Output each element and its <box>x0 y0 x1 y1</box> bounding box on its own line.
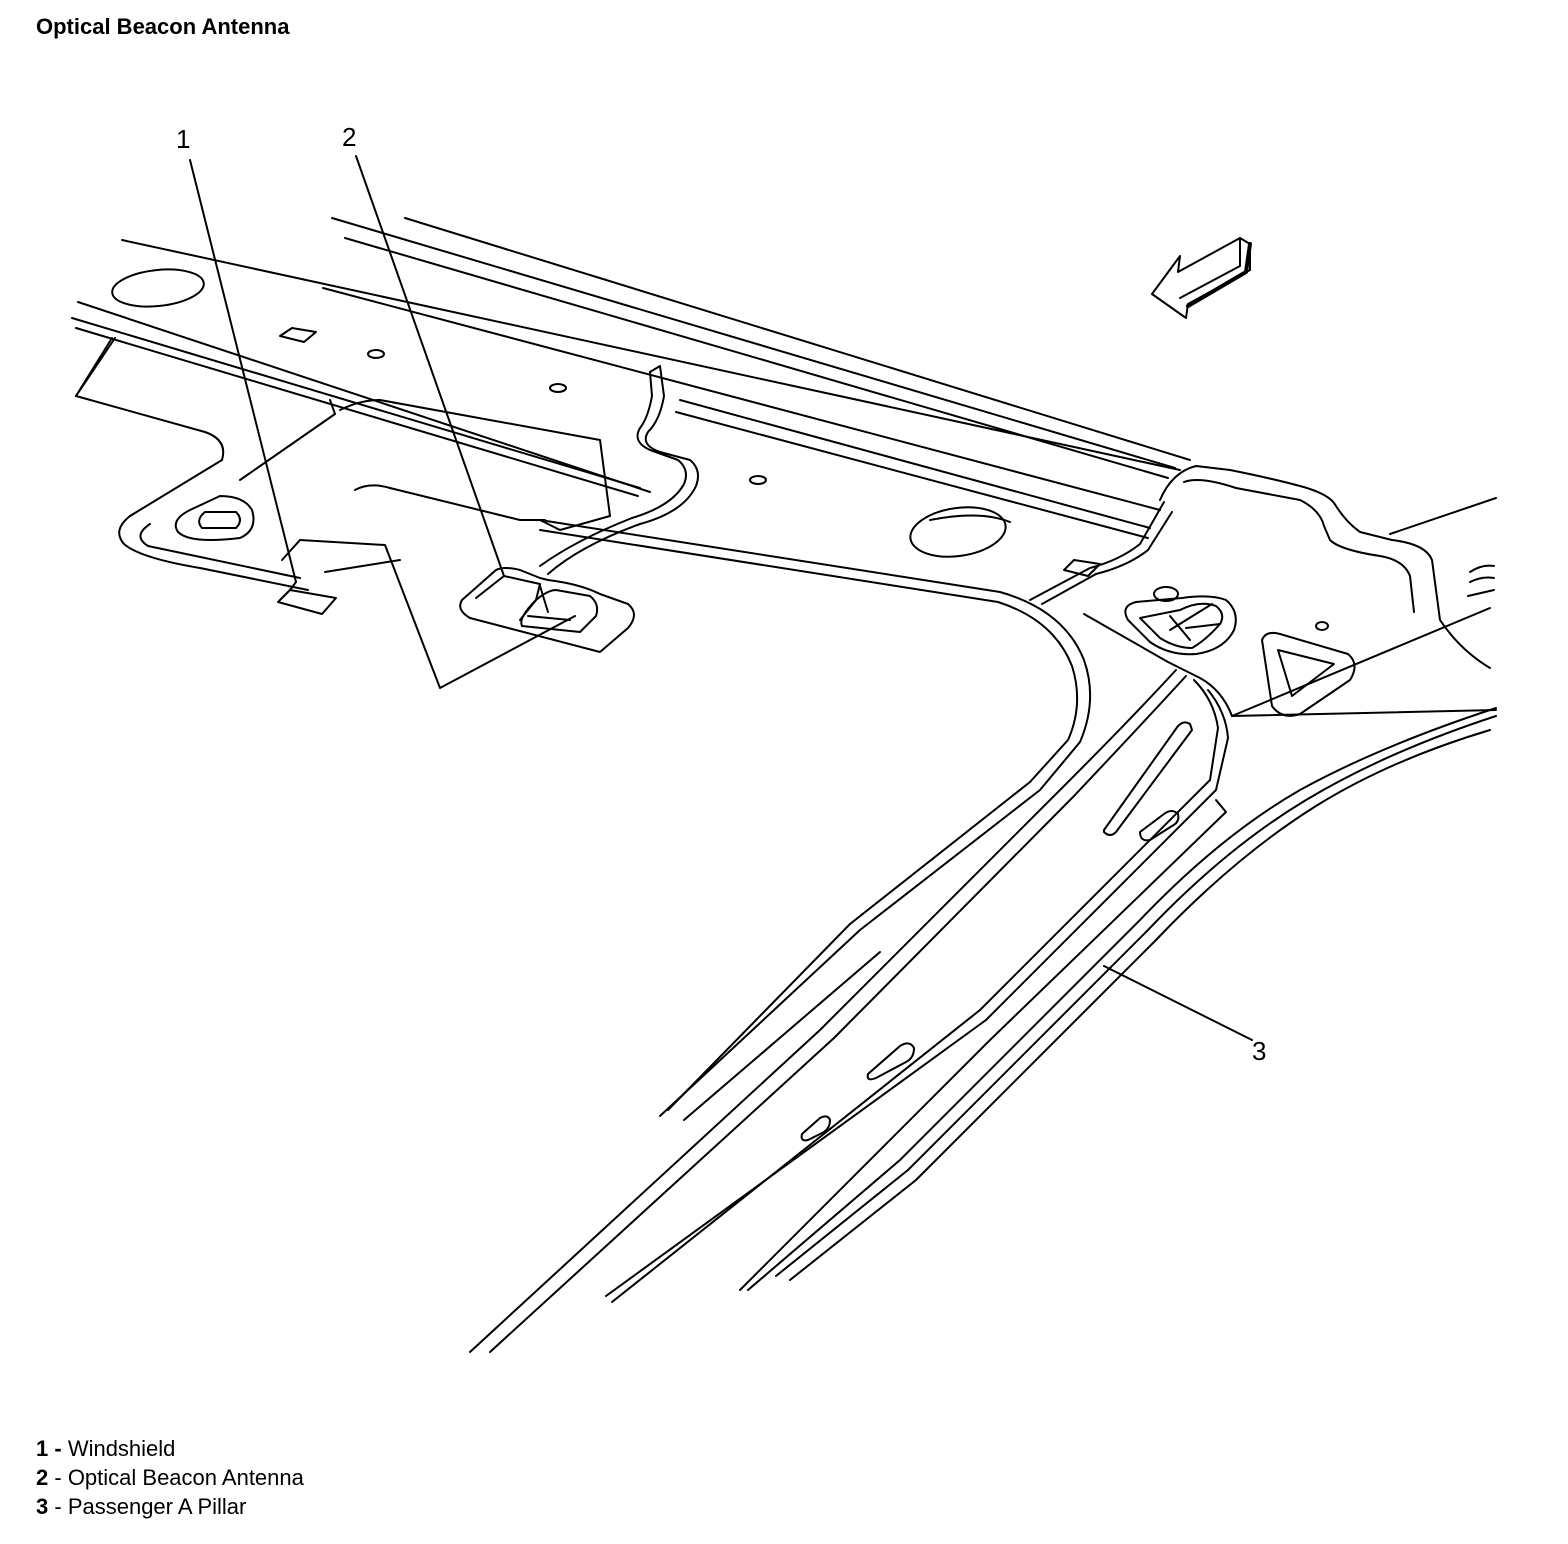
callout-1: 1 <box>176 124 190 154</box>
legend-item-windshield: 1 - Windshield <box>36 1434 304 1463</box>
callout-leaders <box>190 156 1252 1040</box>
legend-label: Windshield <box>67 1436 176 1461</box>
callout-2-leader <box>356 156 504 576</box>
legend-item-passenger-a-pillar: 3 - Passenger A Pillar <box>36 1492 304 1521</box>
windshield-tab <box>278 582 336 614</box>
roof-rail-lines <box>72 218 1190 538</box>
callout-3-leader <box>1104 966 1252 1040</box>
legend-number: 1 <box>36 1436 49 1461</box>
callout-3: 3 <box>1252 1036 1266 1066</box>
legend-number: 3 <box>36 1494 49 1519</box>
a-pillar-drawing <box>470 466 1496 1352</box>
legend-label: Optical Beacon Antenna <box>67 1465 304 1490</box>
legend-item-optical-beacon-antenna: 2 - Optical Beacon Antenna <box>36 1463 304 1492</box>
optical-beacon-antenna-drawing <box>460 366 698 652</box>
legend-separator: - <box>48 1465 68 1490</box>
diagram-title: Optical Beacon Antenna <box>36 14 290 39</box>
legend-label: Passenger A Pillar <box>67 1494 247 1519</box>
legend-separator: - <box>48 1436 68 1461</box>
legend-separator: - <box>48 1494 68 1519</box>
callout-2: 2 <box>342 122 356 152</box>
legend: 1 - Windshield 2 - Optical Beacon Antenn… <box>36 1434 304 1521</box>
legend-number: 2 <box>36 1465 49 1490</box>
callout-1-leader <box>190 160 296 582</box>
front-direction-arrow-icon <box>1152 238 1250 318</box>
windshield-header <box>76 338 610 688</box>
